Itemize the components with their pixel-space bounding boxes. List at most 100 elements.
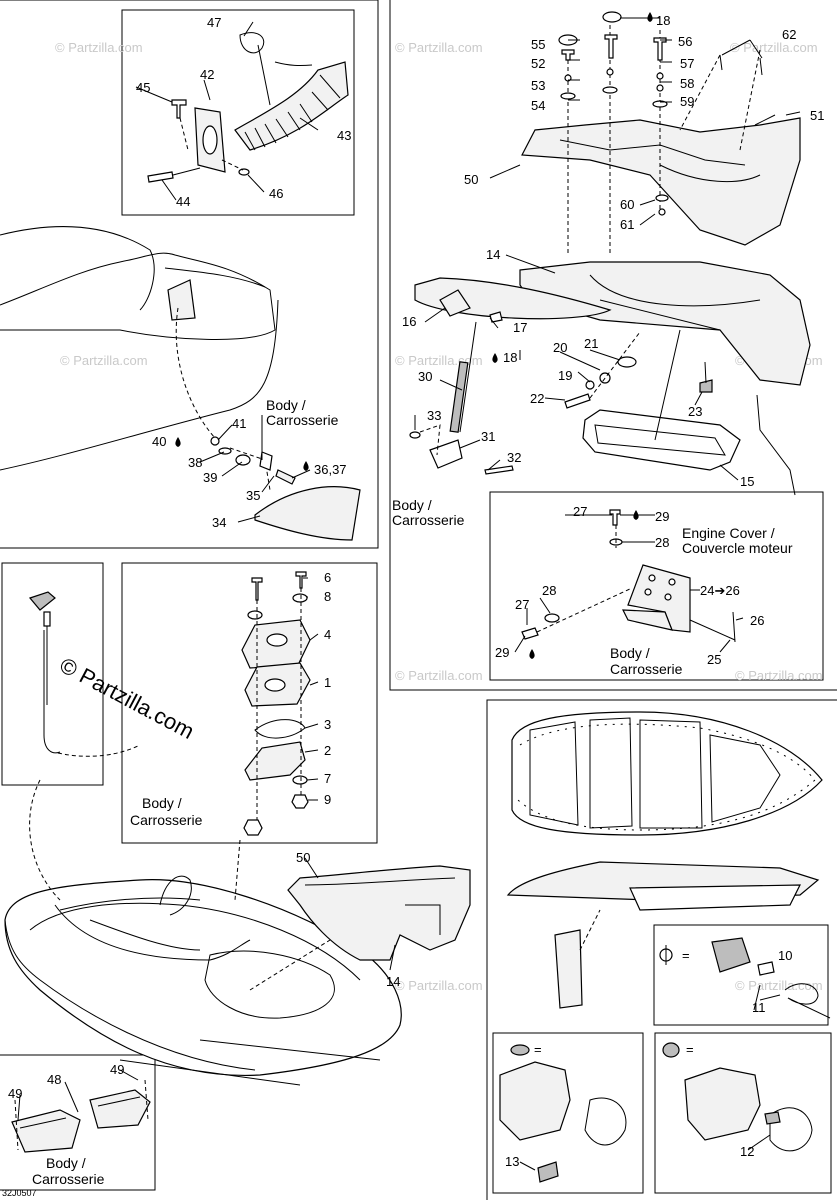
body-label: Body / [266, 397, 306, 413]
callout-36: 36,37 [314, 462, 347, 477]
equals-sign: = [686, 1042, 694, 1057]
callout-51: 51 [810, 108, 824, 123]
callout-56: 56 [678, 34, 692, 49]
deck-top-view [506, 711, 823, 1009]
callout-42: 42 [200, 67, 214, 82]
fastener-insets [499, 937, 831, 1183]
watermark-text: © Partzilla.com [730, 40, 818, 55]
watermark-text: © Partzilla.com [395, 978, 483, 993]
callout-15: 15 [740, 474, 754, 489]
callout-48: 48 [47, 1072, 61, 1087]
callout-7: 7 [324, 771, 331, 786]
couvercle-moteur-label: Couvercle moteur [682, 540, 793, 556]
callout-labels: 47 42 45 43 44 46 55 52 53 54 18 56 57 5… [2, 13, 824, 1198]
carrosserie-label: Carrosserie [32, 1171, 105, 1187]
callout-21: 21 [584, 336, 598, 351]
body-label: Body / [46, 1155, 86, 1171]
watermark-text: © Partzilla.com [395, 668, 483, 683]
callout-18a: 18 [656, 13, 670, 28]
callout-10: 10 [778, 948, 792, 963]
callout-49a: 49 [110, 1062, 124, 1077]
callout-18b: 18 [503, 350, 517, 365]
callout-11: 11 [752, 1000, 766, 1015]
callout-57: 57 [680, 56, 694, 71]
cup-holder-inset [11, 1079, 151, 1153]
callout-55: 55 [531, 37, 545, 52]
callout-43: 43 [337, 128, 351, 143]
drop-icon [633, 510, 639, 520]
seat-cushion [287, 865, 471, 961]
callout-58: 58 [680, 76, 694, 91]
callout-22: 22 [530, 391, 544, 406]
boat-hull [4, 779, 402, 1086]
mount-bracket-inset [241, 571, 311, 836]
callout-25: 25 [707, 652, 721, 667]
callout-14a: 14 [486, 247, 500, 262]
callout-62: 62 [782, 27, 796, 42]
callout-39: 39 [203, 470, 217, 485]
carrosserie-label: Carrosserie [130, 812, 203, 828]
callout-49b: 49 [8, 1086, 22, 1101]
callout-23: 23 [688, 404, 702, 419]
callout-35: 35 [246, 488, 260, 503]
callout-9: 9 [324, 792, 331, 807]
callout-50b: 50 [296, 850, 310, 865]
callout-1: 1 [324, 675, 331, 690]
callout-28a: 28 [655, 535, 669, 550]
equals-sign: = [534, 1042, 542, 1057]
callout-60: 60 [620, 197, 634, 212]
callout-28b: 28 [542, 583, 556, 598]
drawing-code: 32J0507 [2, 1188, 37, 1198]
callout-33: 33 [427, 408, 441, 423]
drop-icon [492, 353, 498, 363]
callout-19: 19 [558, 368, 572, 383]
engine-cover-label: Engine Cover / [682, 525, 775, 541]
callout-16: 16 [402, 314, 416, 329]
equals-sign: = [682, 948, 690, 963]
watermark-text: © Partzilla.com [735, 668, 823, 683]
carrosserie-label: Carrosserie [266, 412, 339, 428]
watermark-text: © Partzilla.com [735, 978, 823, 993]
callout-52: 52 [531, 56, 545, 71]
callout-34: 34 [212, 515, 226, 530]
callout-47: 47 [207, 15, 221, 30]
callout-17: 17 [513, 320, 527, 335]
seat-storage-assembly [409, 11, 811, 496]
drop-icon [175, 437, 181, 447]
callout-54: 54 [531, 98, 545, 113]
callout-29a: 29 [655, 509, 669, 524]
callout-6: 6 [324, 570, 331, 585]
callout-8: 8 [324, 589, 331, 604]
carrosserie-label: Carrosserie [392, 512, 465, 528]
callout-46: 46 [269, 186, 283, 201]
callout-44: 44 [176, 194, 190, 209]
drop-icon [647, 12, 653, 22]
callout-31: 31 [481, 429, 495, 444]
watermark-text: © Partzilla.com [55, 40, 143, 55]
callout-45: 45 [136, 80, 150, 95]
engine-cover-hinge-inset [521, 509, 736, 643]
drop-icon [303, 461, 309, 471]
leader-lines [17, 17, 781, 1171]
callout-26: 26 [750, 613, 764, 628]
vent-hose-inset [147, 32, 349, 183]
callout-38: 38 [188, 455, 202, 470]
callout-50a: 50 [464, 172, 478, 187]
callout-29b: 29 [495, 645, 509, 660]
sealant-drop-icons [175, 12, 653, 659]
body-label: Body / [142, 795, 182, 811]
callout-12: 12 [740, 1144, 754, 1159]
watermark-large: © Partzilla.com [56, 652, 199, 744]
callout-13: 13 [505, 1154, 519, 1169]
callout-27b: 27 [515, 597, 529, 612]
callout-14b: 14 [386, 974, 400, 989]
watermark-text: © Partzilla.com [395, 40, 483, 55]
callout-41: 41 [232, 416, 246, 431]
drop-icon [529, 649, 535, 659]
callout-20: 20 [553, 340, 567, 355]
callout-59: 59 [680, 94, 694, 109]
callout-53: 53 [531, 78, 545, 93]
callout-32: 32 [507, 450, 521, 465]
callout-4: 4 [324, 627, 331, 642]
